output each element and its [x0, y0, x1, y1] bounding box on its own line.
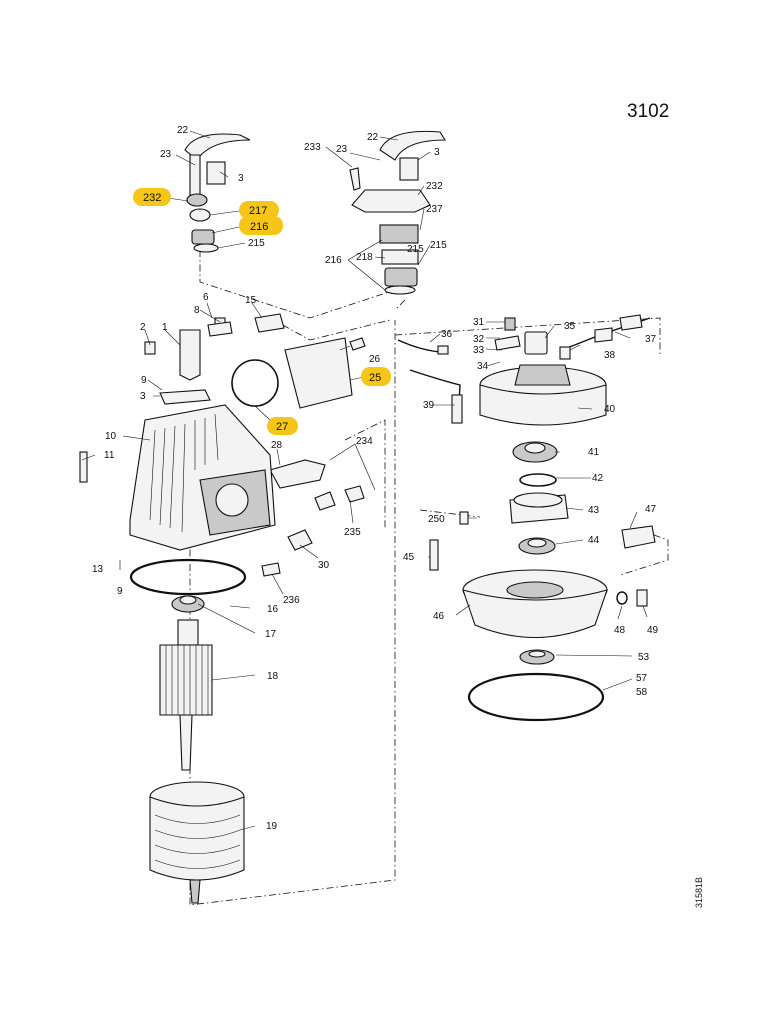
callout-236: 236	[283, 595, 300, 606]
callout-45: 45	[403, 552, 415, 563]
callout-215-mid: 215	[407, 244, 424, 255]
callout-33: 33	[473, 345, 485, 356]
callout-38: 38	[604, 350, 616, 361]
circlip-42	[519, 473, 557, 487]
callout-216-right: 216	[325, 255, 342, 266]
bearing-cover-40	[479, 317, 607, 426]
rotor-18	[159, 619, 213, 771]
callout-37: 37	[645, 334, 657, 345]
callout-6: 6	[203, 292, 209, 303]
callout-9: 9	[141, 375, 147, 386]
callout-17: 17	[265, 629, 277, 640]
callout-19: 19	[266, 821, 278, 832]
bracket-47	[621, 525, 656, 549]
plug-49	[636, 589, 648, 607]
seal-44	[518, 537, 556, 555]
callout-10: 10	[105, 431, 117, 442]
bearing-41	[512, 441, 558, 463]
callout-237: 237	[426, 204, 443, 215]
bolt-45	[429, 539, 439, 571]
callout-36: 36	[441, 329, 453, 340]
callout-235: 235	[344, 527, 361, 538]
callout-41: 41	[588, 447, 600, 458]
bearing-17	[171, 595, 205, 613]
callout-250: 250	[428, 514, 445, 525]
callout-31: 31	[473, 317, 485, 328]
callout-232: 232	[426, 181, 443, 192]
callout-32: 32	[473, 334, 485, 345]
callout-40: 40	[604, 404, 616, 415]
stator-19	[149, 781, 245, 904]
callout-27-highlighted: 27	[276, 421, 288, 433]
screw-250	[459, 511, 469, 525]
callout-216-highlighted: 216	[250, 221, 268, 233]
motor-housing	[79, 404, 276, 551]
callout-28: 28	[271, 440, 283, 451]
cable-gland-right	[349, 130, 446, 295]
intermediate-housing-46	[462, 569, 608, 639]
callout-3-right: 3	[434, 147, 440, 158]
callout-3: 3	[238, 173, 244, 184]
callout-47: 47	[645, 504, 657, 515]
assembly-lines	[189, 250, 669, 906]
callout-23-right: 23	[336, 144, 348, 155]
callout-26: 26	[369, 354, 381, 365]
callout-13: 13	[92, 564, 104, 575]
callout-16: 16	[267, 604, 279, 615]
o-ring-48	[616, 591, 628, 605]
callout-22-right: 22	[367, 132, 379, 143]
cables-right	[397, 314, 651, 424]
callout-215: 215	[248, 238, 265, 249]
callout-2: 2	[140, 322, 146, 333]
callout-25-highlighted: 25	[369, 372, 381, 384]
cable-gland-left	[184, 133, 251, 253]
callout-18: 18	[267, 671, 279, 682]
callout-34: 34	[477, 361, 489, 372]
callout-53: 53	[638, 652, 650, 663]
callout-35: 35	[564, 321, 576, 332]
callout-217-highlighted: 217	[249, 205, 267, 217]
callout-39: 39	[423, 400, 435, 411]
callout-11: 11	[104, 450, 115, 461]
seal-53	[519, 649, 555, 665]
callout-3-housing: 3	[140, 391, 146, 402]
highlight-pills	[133, 188, 391, 435]
drawing-code: 31581B	[694, 876, 704, 908]
callout-22: 22	[177, 125, 189, 136]
seal-holder-43	[509, 492, 569, 524]
o-ring-16	[129, 558, 247, 596]
callout-23: 23	[160, 149, 172, 160]
leader-lines	[81, 130, 648, 831]
callout-30: 30	[318, 560, 330, 571]
o-ring-57-58	[467, 672, 605, 722]
callout-44: 44	[588, 535, 600, 546]
callout-15: 15	[245, 295, 257, 306]
callout-labels: 22 23 3 232 217 216 215 233 23 22 3 232 …	[92, 125, 659, 832]
callout-57: 57	[636, 673, 648, 684]
callout-233: 233	[304, 142, 321, 153]
callout-215-right: 215	[430, 240, 447, 251]
callout-232-highlighted: 232	[143, 192, 161, 204]
callout-9-lower: 9	[117, 586, 123, 597]
callout-218: 218	[356, 252, 373, 263]
callout-42: 42	[592, 473, 604, 484]
callout-234: 234	[356, 436, 373, 447]
callout-48: 48	[614, 625, 626, 636]
callout-58: 58	[636, 687, 648, 698]
callout-1: 1	[162, 322, 168, 333]
callout-46: 46	[433, 611, 445, 622]
callout-8: 8	[194, 305, 200, 316]
sheet-number: 3102	[627, 101, 670, 122]
callout-43: 43	[588, 505, 600, 516]
callout-49: 49	[647, 625, 659, 636]
